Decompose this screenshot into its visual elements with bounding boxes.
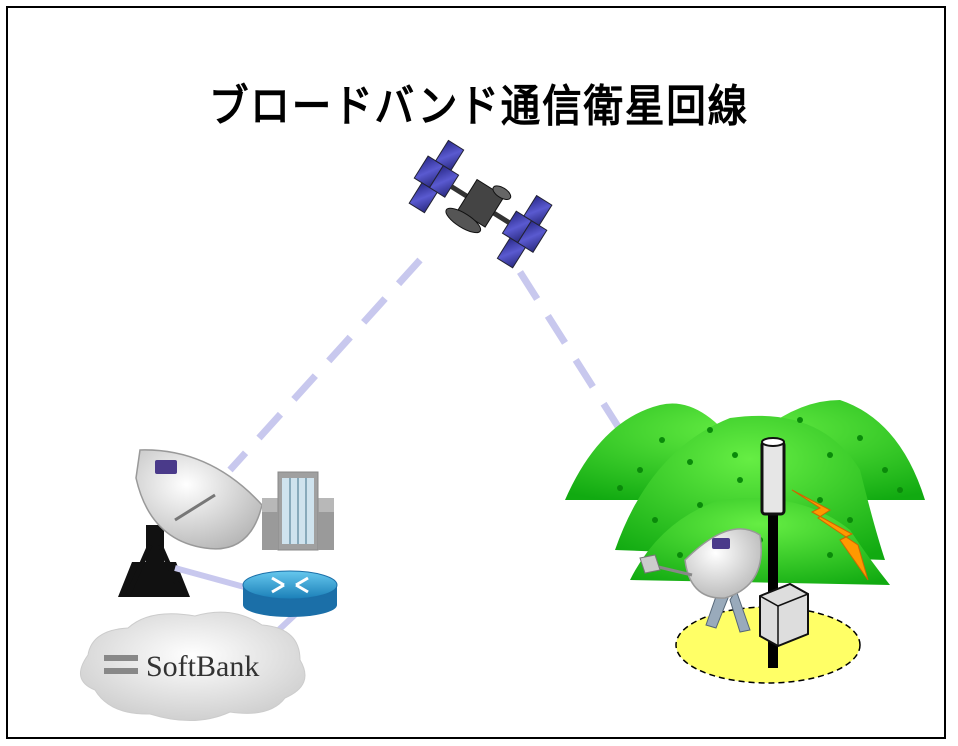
mountain-icon xyxy=(565,400,925,585)
satellite-link-left xyxy=(227,257,423,473)
dish-antenna-icon xyxy=(639,528,762,633)
satellite-icon xyxy=(408,139,553,269)
pole-icon xyxy=(759,437,809,668)
cloud-icon: SoftBank xyxy=(80,611,306,721)
slide-title: ブロードバンド通信衛星回線 xyxy=(208,81,750,132)
lightning-icon xyxy=(791,489,869,581)
building-icon xyxy=(262,471,334,551)
router-icon xyxy=(242,570,338,617)
dish-antenna-icon xyxy=(118,449,263,597)
cloud-label: SoftBank xyxy=(146,650,259,683)
